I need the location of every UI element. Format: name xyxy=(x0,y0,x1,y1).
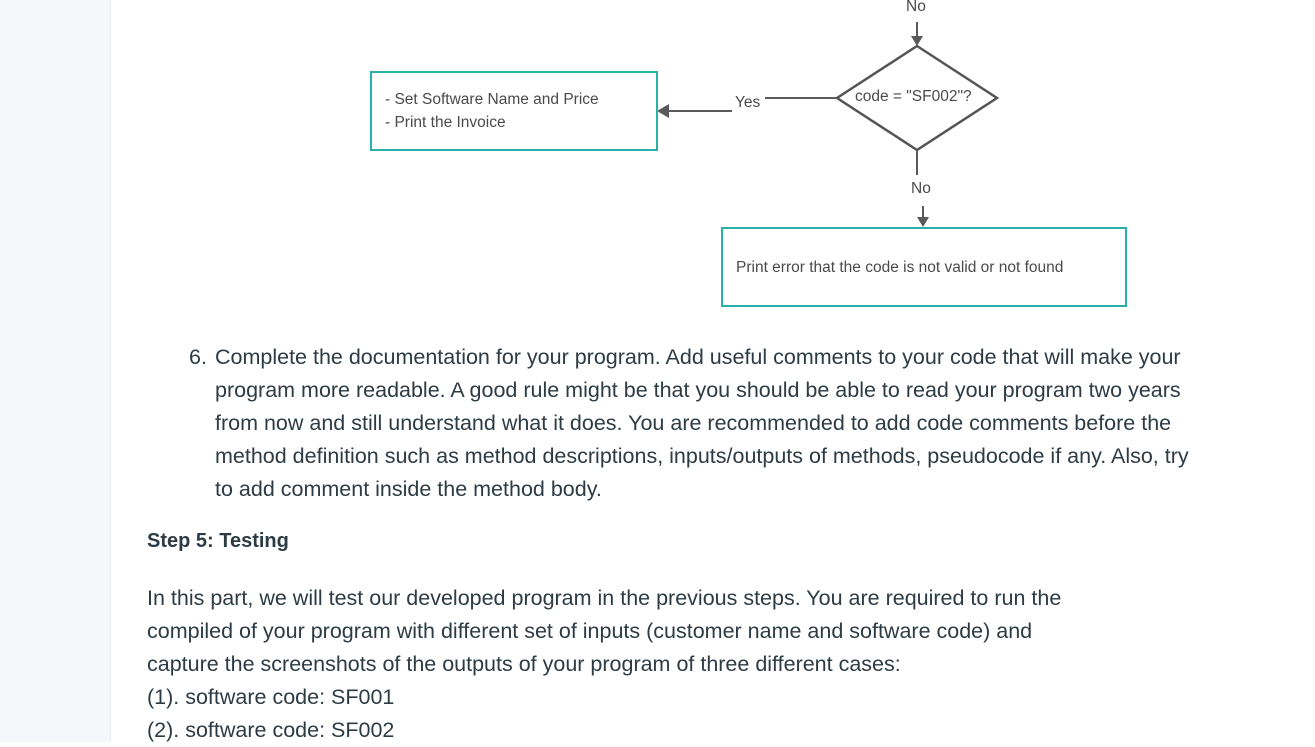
no-arrowhead xyxy=(917,217,929,227)
step5-line-2: compiled of your program with different … xyxy=(147,619,1033,643)
content-area: No code = "SF002"? Yes No - Set Software… xyxy=(111,0,1315,742)
list-number: 6. xyxy=(189,345,207,369)
action-box xyxy=(370,71,658,151)
action-line-1: - Set Software Name and Price xyxy=(385,91,599,108)
yes-label: Yes xyxy=(735,94,761,111)
step5-heading: Step 5: Testing xyxy=(147,530,289,552)
top-no-label: No xyxy=(906,0,926,15)
step5-line-4: (1). software code: SF001 xyxy=(147,685,395,709)
step5-line-3: capture the screenshots of the outputs o… xyxy=(147,652,901,676)
error-box xyxy=(721,227,1127,307)
error-box-text: Print error that the code is not valid o… xyxy=(736,259,1064,276)
flowchart: No code = "SF002"? Yes No - Set Software… xyxy=(111,0,1315,320)
flowchart-graphics xyxy=(370,22,1127,307)
step5-line-1: In this part, we will test our developed… xyxy=(147,586,1062,610)
yes-arrowhead xyxy=(657,104,669,118)
list-item-text: Complete the documentation for your prog… xyxy=(215,345,1189,501)
action-box-text: - Set Software Name and Price - Print th… xyxy=(385,88,599,135)
bottom-no-label: No xyxy=(911,180,931,197)
list-item-6: 6. Complete the documentation for your p… xyxy=(189,341,1189,506)
action-line-2: - Print the Invoice xyxy=(385,114,506,132)
top-arrowhead xyxy=(911,36,923,46)
step5-line-5: (2). software code: SF002 xyxy=(147,718,395,742)
left-sidebar xyxy=(0,0,111,742)
step5-paragraph: In this part, we will test our developed… xyxy=(147,582,1207,747)
decision-text: code = "SF002"? xyxy=(855,88,972,105)
